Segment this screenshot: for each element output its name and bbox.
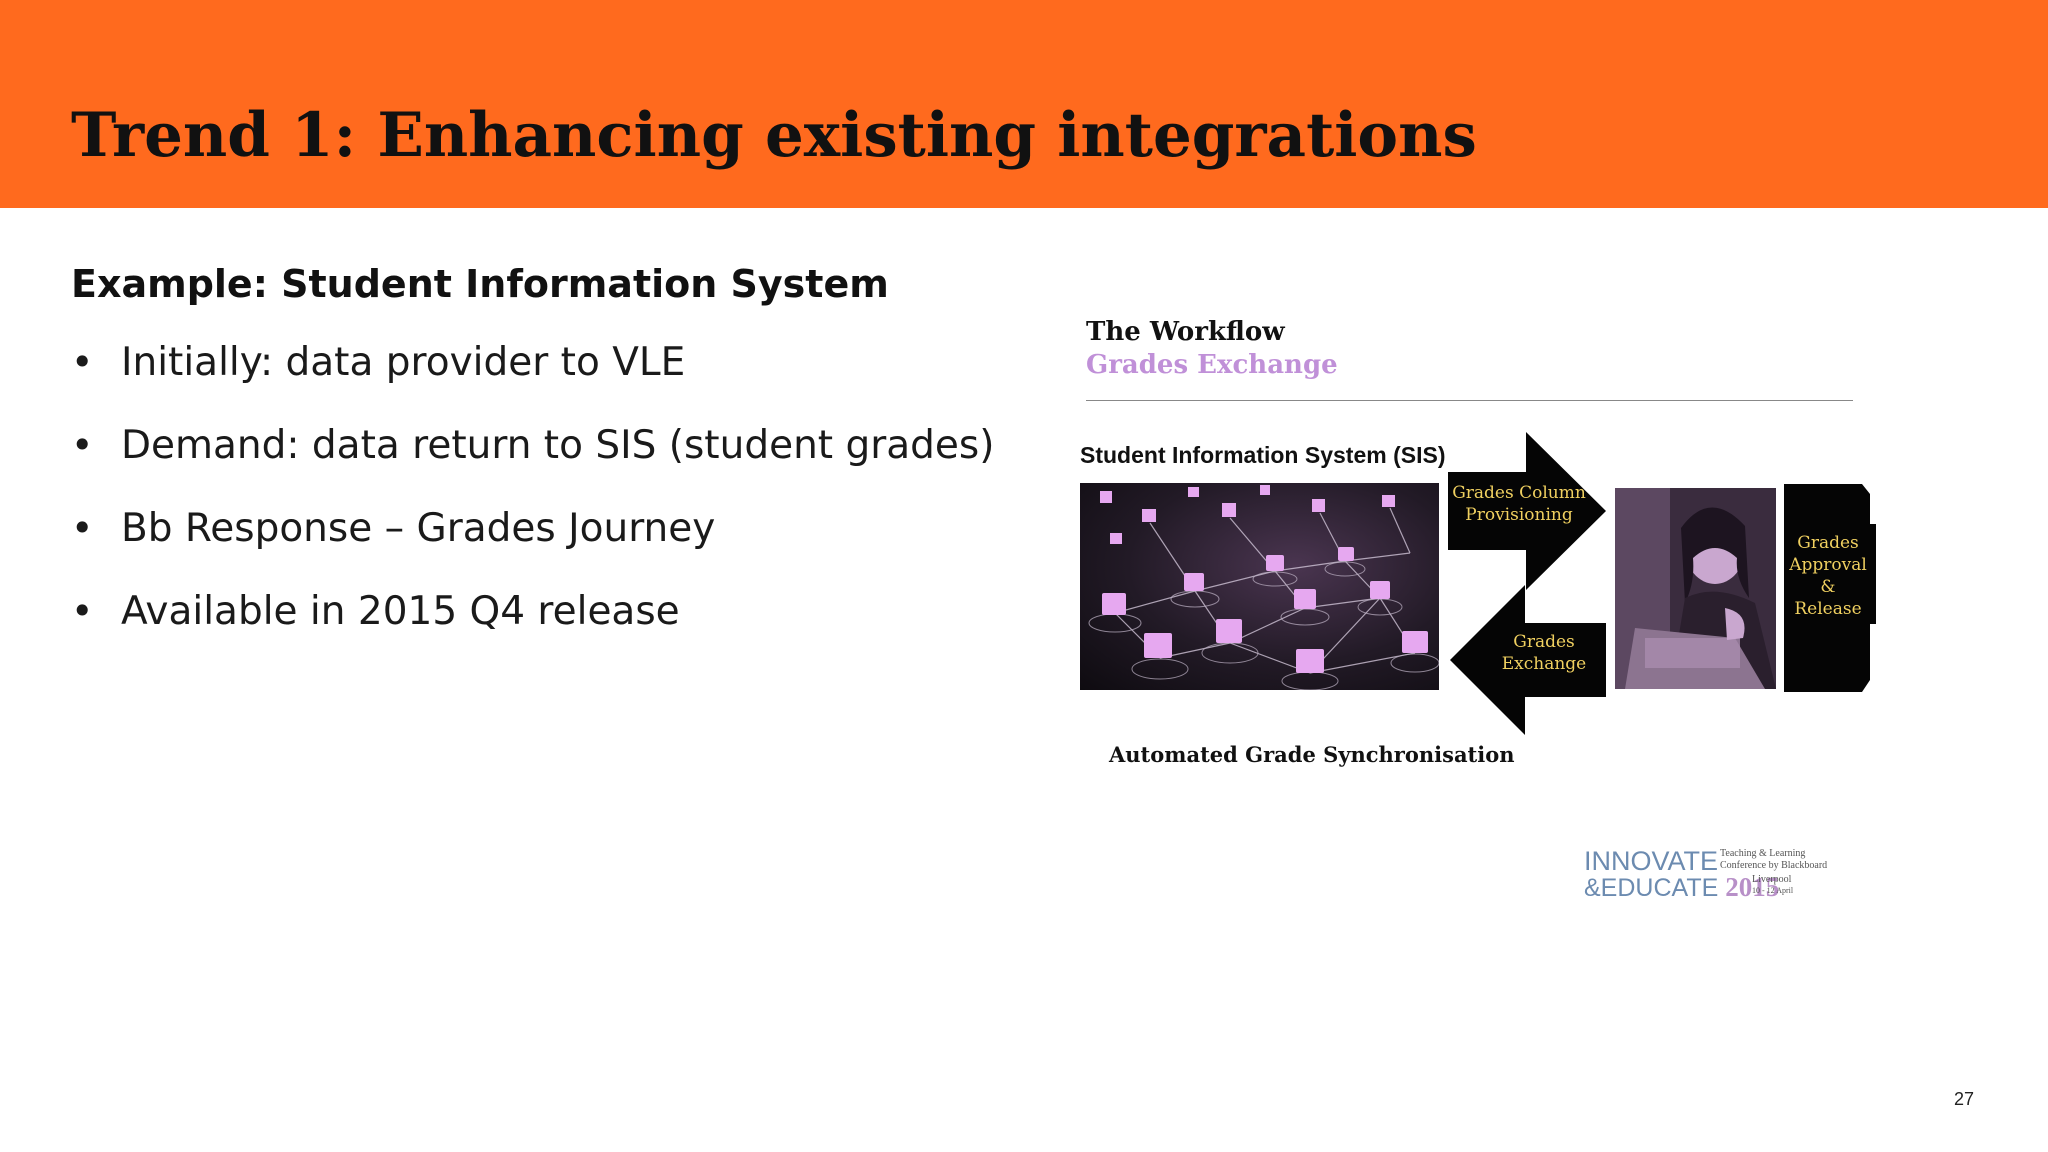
arrow-left-label-line2: Exchange (1501, 654, 1587, 674)
bullet-text: Bb Response – Grades Journey (121, 506, 716, 551)
bullet-glyph: • (71, 340, 94, 384)
logo-line-innovate: INNOVATE (1584, 846, 1719, 876)
arrow-right-shape (1448, 432, 1606, 590)
logo-year: 2015 (1725, 872, 1780, 902)
grades-approval-release-label: Grades Approval & Release (1784, 532, 1872, 620)
approval-label-line2: Approval (1789, 555, 1867, 575)
sis-label: Student Information System (SIS) (1080, 442, 1446, 468)
logo-tagline-1: Teaching & Learning (1720, 848, 1806, 859)
approval-box-shape (1784, 484, 1876, 692)
logo-city: Liverpool (1752, 874, 1792, 885)
person-illustration (1615, 488, 1776, 689)
logo-line-educate: &EDUCATE 2015 (1584, 872, 1779, 903)
bullet-text: Demand: data return to SIS (student grad… (121, 423, 995, 468)
workflow-title: The Workflow (1086, 317, 1285, 347)
approval-label-line3: & (1820, 577, 1836, 597)
network-of-laptops-image (1080, 483, 1439, 690)
bullet-glyph: • (71, 423, 94, 467)
slide-title: Trend 1: Enhancing existing integrations (71, 100, 1477, 171)
arrow-left-label-line1: Grades (1513, 632, 1575, 652)
grades-exchange-arrow-label: Grades Exchange (1494, 631, 1594, 675)
innovate-educate-logo: INNOVATE &EDUCATE 2015 Teaching & Learni… (1584, 846, 1854, 902)
logo-dates: 10 - 12 April (1752, 886, 1794, 895)
approval-label-line1: Grades (1797, 533, 1859, 553)
woman-with-laptop-image (1615, 488, 1776, 689)
bullet-text: Initially: data provider to VLE (121, 340, 686, 385)
network-illustration (1088, 485, 1439, 690)
workflow-divider (1086, 400, 1853, 401)
section-subheading: Example: Student Information System (71, 262, 889, 306)
logo-educate-text: &EDUCATE (1584, 874, 1719, 902)
workflow-subtitle: Grades Exchange (1086, 350, 1338, 380)
grades-column-provisioning-label: Grades Column Provisioning (1452, 482, 1586, 526)
bullet-glyph: • (71, 589, 94, 633)
approval-label-line4: Release (1794, 599, 1862, 619)
header-band (0, 0, 2048, 208)
arrow-left-shape (1450, 585, 1606, 735)
automated-sync-caption: Automated Grade Synchronisation (1109, 742, 1515, 767)
arrow-right-label-line2: Provisioning (1465, 505, 1573, 525)
bullet-glyph: • (71, 506, 94, 550)
page-number: 27 (1954, 1089, 1975, 1109)
bullet-text: Available in 2015 Q4 release (121, 589, 680, 634)
arrow-right-label-line1: Grades Column (1452, 483, 1586, 503)
logo-tagline-2: Conference by Blackboard (1720, 860, 1828, 871)
